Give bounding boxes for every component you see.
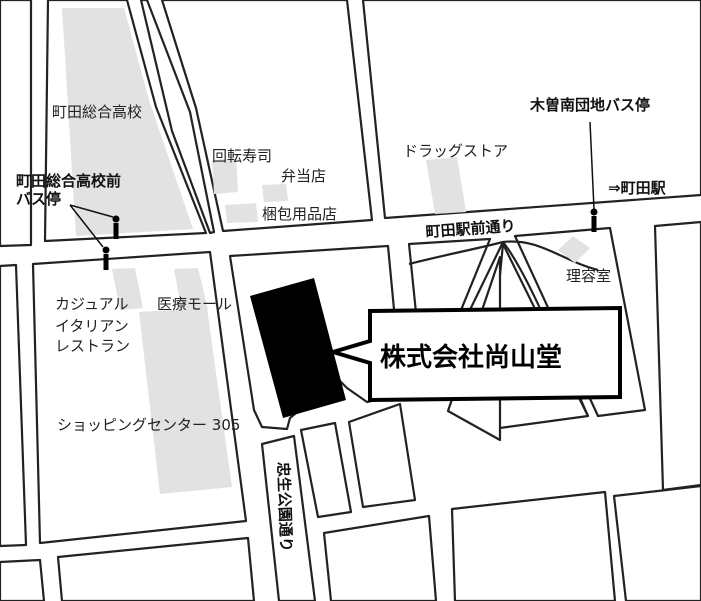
block <box>260 434 317 601</box>
target-callout: 株式会社尚山堂 <box>325 305 622 403</box>
restaurant-building <box>112 268 143 310</box>
barber-building <box>558 236 590 263</box>
school-bus-stop-label-2: バス停 <box>16 190 61 208</box>
block <box>322 514 438 601</box>
bento-label: 弁当店 <box>281 167 326 185</box>
block <box>347 402 417 509</box>
bus-stop-pointer <box>589 121 595 210</box>
block <box>0 558 46 601</box>
barber-label: 理容室 <box>566 267 611 285</box>
callout-box <box>325 305 622 403</box>
school-bus-stop-label: 町田総合高校前 <box>16 172 121 190</box>
bus-stop-pointer <box>69 204 114 218</box>
block <box>0 0 33 248</box>
mall-building <box>174 268 208 312</box>
target-name: 株式会社尚山堂 <box>380 342 562 373</box>
sushi-label: 回転寿司 <box>212 147 272 165</box>
sushi-building <box>212 158 238 194</box>
to-station-label: ⇒町田駅 <box>608 179 667 197</box>
buildings <box>62 8 590 494</box>
bus-stop-icon <box>102 246 110 270</box>
bus-stop-pointer <box>69 204 104 248</box>
drugstore-building <box>426 157 466 214</box>
kiso-bus-stop-label: 木曽南団地バス停 <box>529 96 650 114</box>
restaurant-label-3: レストラン <box>55 337 130 355</box>
block <box>653 220 701 492</box>
restaurant-label-2: イタリアン <box>55 317 129 335</box>
block <box>612 484 701 601</box>
drugstore-label: ドラッグストア <box>403 142 508 160</box>
bento-building <box>262 184 288 202</box>
bus-stops <box>69 121 598 270</box>
bus-stop-icon <box>590 208 598 232</box>
block <box>56 536 256 601</box>
block <box>299 421 353 519</box>
bus-stop-icon <box>112 215 120 239</box>
clinic-mall-label: 医療モール <box>157 295 232 313</box>
target-building <box>250 278 346 418</box>
restaurant-label-1: カジュアル <box>55 295 129 313</box>
block <box>139 0 216 235</box>
packaging-building <box>225 203 258 223</box>
packaging-label: 梱包用品店 <box>262 205 337 223</box>
park-road-label: 忠生公園通り <box>274 462 295 553</box>
shopping-center-label: ショッピングセンター 305 <box>57 416 240 434</box>
school-building <box>62 8 193 236</box>
block <box>0 263 28 548</box>
shopping-center-building <box>139 308 232 494</box>
block <box>450 490 617 601</box>
school-label: 町田総合高校 <box>52 103 142 121</box>
